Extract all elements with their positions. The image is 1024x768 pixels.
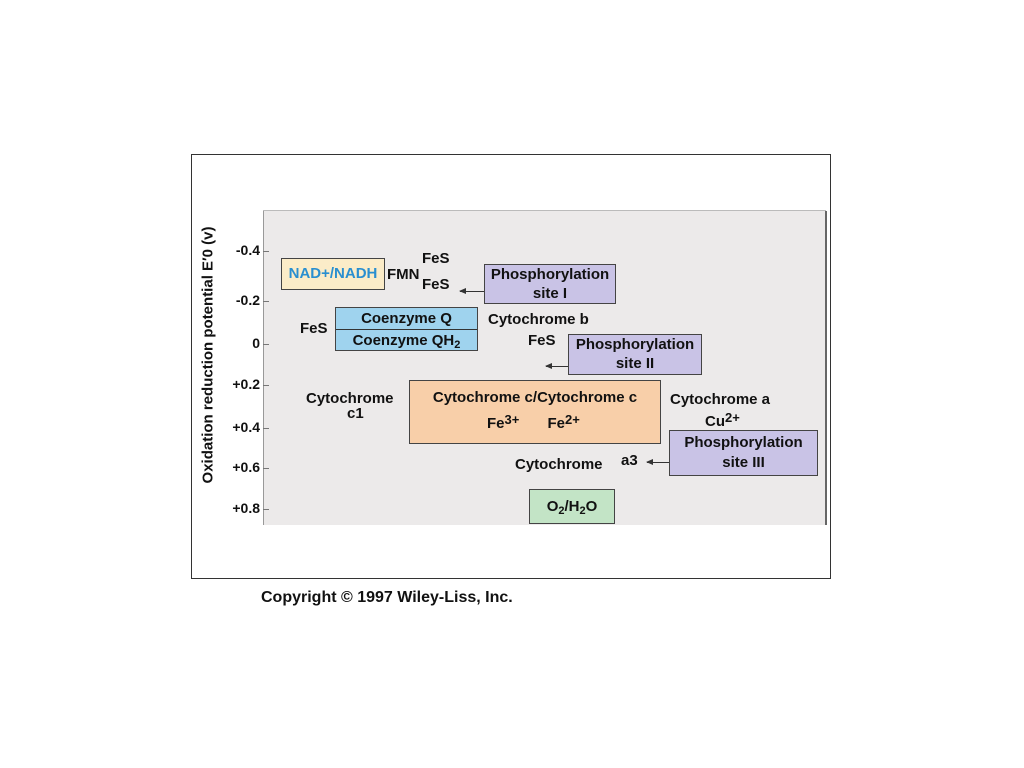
y-tick-label: +0.2 [232, 376, 260, 392]
y-tick-mark [263, 301, 269, 302]
a3-label: a3 [621, 452, 638, 469]
phos-label: Phosphorylation [490, 266, 610, 283]
cytochrome-b-label: Cytochrome b [488, 311, 589, 328]
y-tick-label: +0.4 [232, 419, 260, 435]
cytochrome-a-label: Cytochrome a [670, 391, 771, 408]
nad-label: NAD+/NADH [288, 265, 378, 282]
c1-label: c1 [347, 405, 364, 422]
y-tick-mark [263, 344, 269, 345]
phos-label: Phosphorylation [684, 434, 803, 451]
coenzyme-q-box: Coenzyme Q Coenzyme QH2 [335, 307, 478, 351]
y-axis-title: Oxidation reduction potential E′0 (v) [199, 226, 217, 484]
fes-label: FeS [528, 332, 556, 349]
y-tick-label: +0.6 [232, 459, 260, 475]
fe3-label: Fe3+ [487, 412, 520, 432]
y-tick-mark [263, 509, 269, 510]
fe2-label: Fe2+ [547, 412, 580, 432]
cytochrome-a3-label: Cytochrome [515, 456, 603, 473]
y-axis-line [263, 211, 264, 525]
plot-right-border [825, 211, 827, 525]
y-tick-mark [263, 251, 269, 252]
coenzyme-qh2-label: Coenzyme QH2 [352, 332, 461, 351]
fes-label: FeS [300, 320, 328, 337]
nad-box: NAD+/NADH [281, 258, 385, 290]
cytochrome-c-title: Cytochrome c/Cytochrome c [432, 389, 638, 406]
copyright-text: Copyright © 1997 Wiley-Liss, Inc. [261, 589, 513, 606]
o2-h2o-label: O2/H2O [546, 498, 598, 517]
phos-label: site I [532, 285, 568, 302]
phosphorylation-site-2-box: Phosphorylation site II [568, 334, 702, 375]
y-tick-label: -0.4 [235, 242, 260, 258]
phos-label: site II [615, 355, 655, 372]
arrow-icon [545, 363, 568, 369]
o2-h2o-box: O2/H2O [529, 489, 615, 524]
y-tick-label: 0 [252, 335, 260, 351]
cytochrome-c-box: Cytochrome c/Cytochrome c Fe3+ Fe2+ [409, 380, 661, 444]
phosphorylation-site-3-box: Phosphorylation site III [669, 430, 818, 476]
phosphorylation-site-1-box: Phosphorylation site I [484, 264, 616, 304]
fes-label: FeS [422, 276, 450, 293]
y-tick-mark [263, 385, 269, 386]
y-tick-label: -0.2 [235, 292, 260, 308]
plot-top-border [263, 210, 826, 211]
cu-label: Cu2+ [705, 410, 740, 430]
arrow-icon [646, 459, 669, 465]
phos-label: site III [722, 454, 765, 471]
arrow-icon [459, 288, 484, 294]
fe-states: Fe3+ Fe2+ [410, 412, 660, 432]
phos-label: Phosphorylation [575, 336, 695, 353]
cytochrome-c1-label: Cytochrome [306, 390, 394, 407]
coenzyme-q-label: Coenzyme Q [336, 308, 477, 330]
y-tick-mark [263, 428, 269, 429]
fmn-label: FMN [387, 266, 420, 283]
y-tick-mark [263, 468, 269, 469]
fes-label: FeS [422, 250, 450, 267]
y-tick-label: +0.8 [232, 500, 260, 516]
